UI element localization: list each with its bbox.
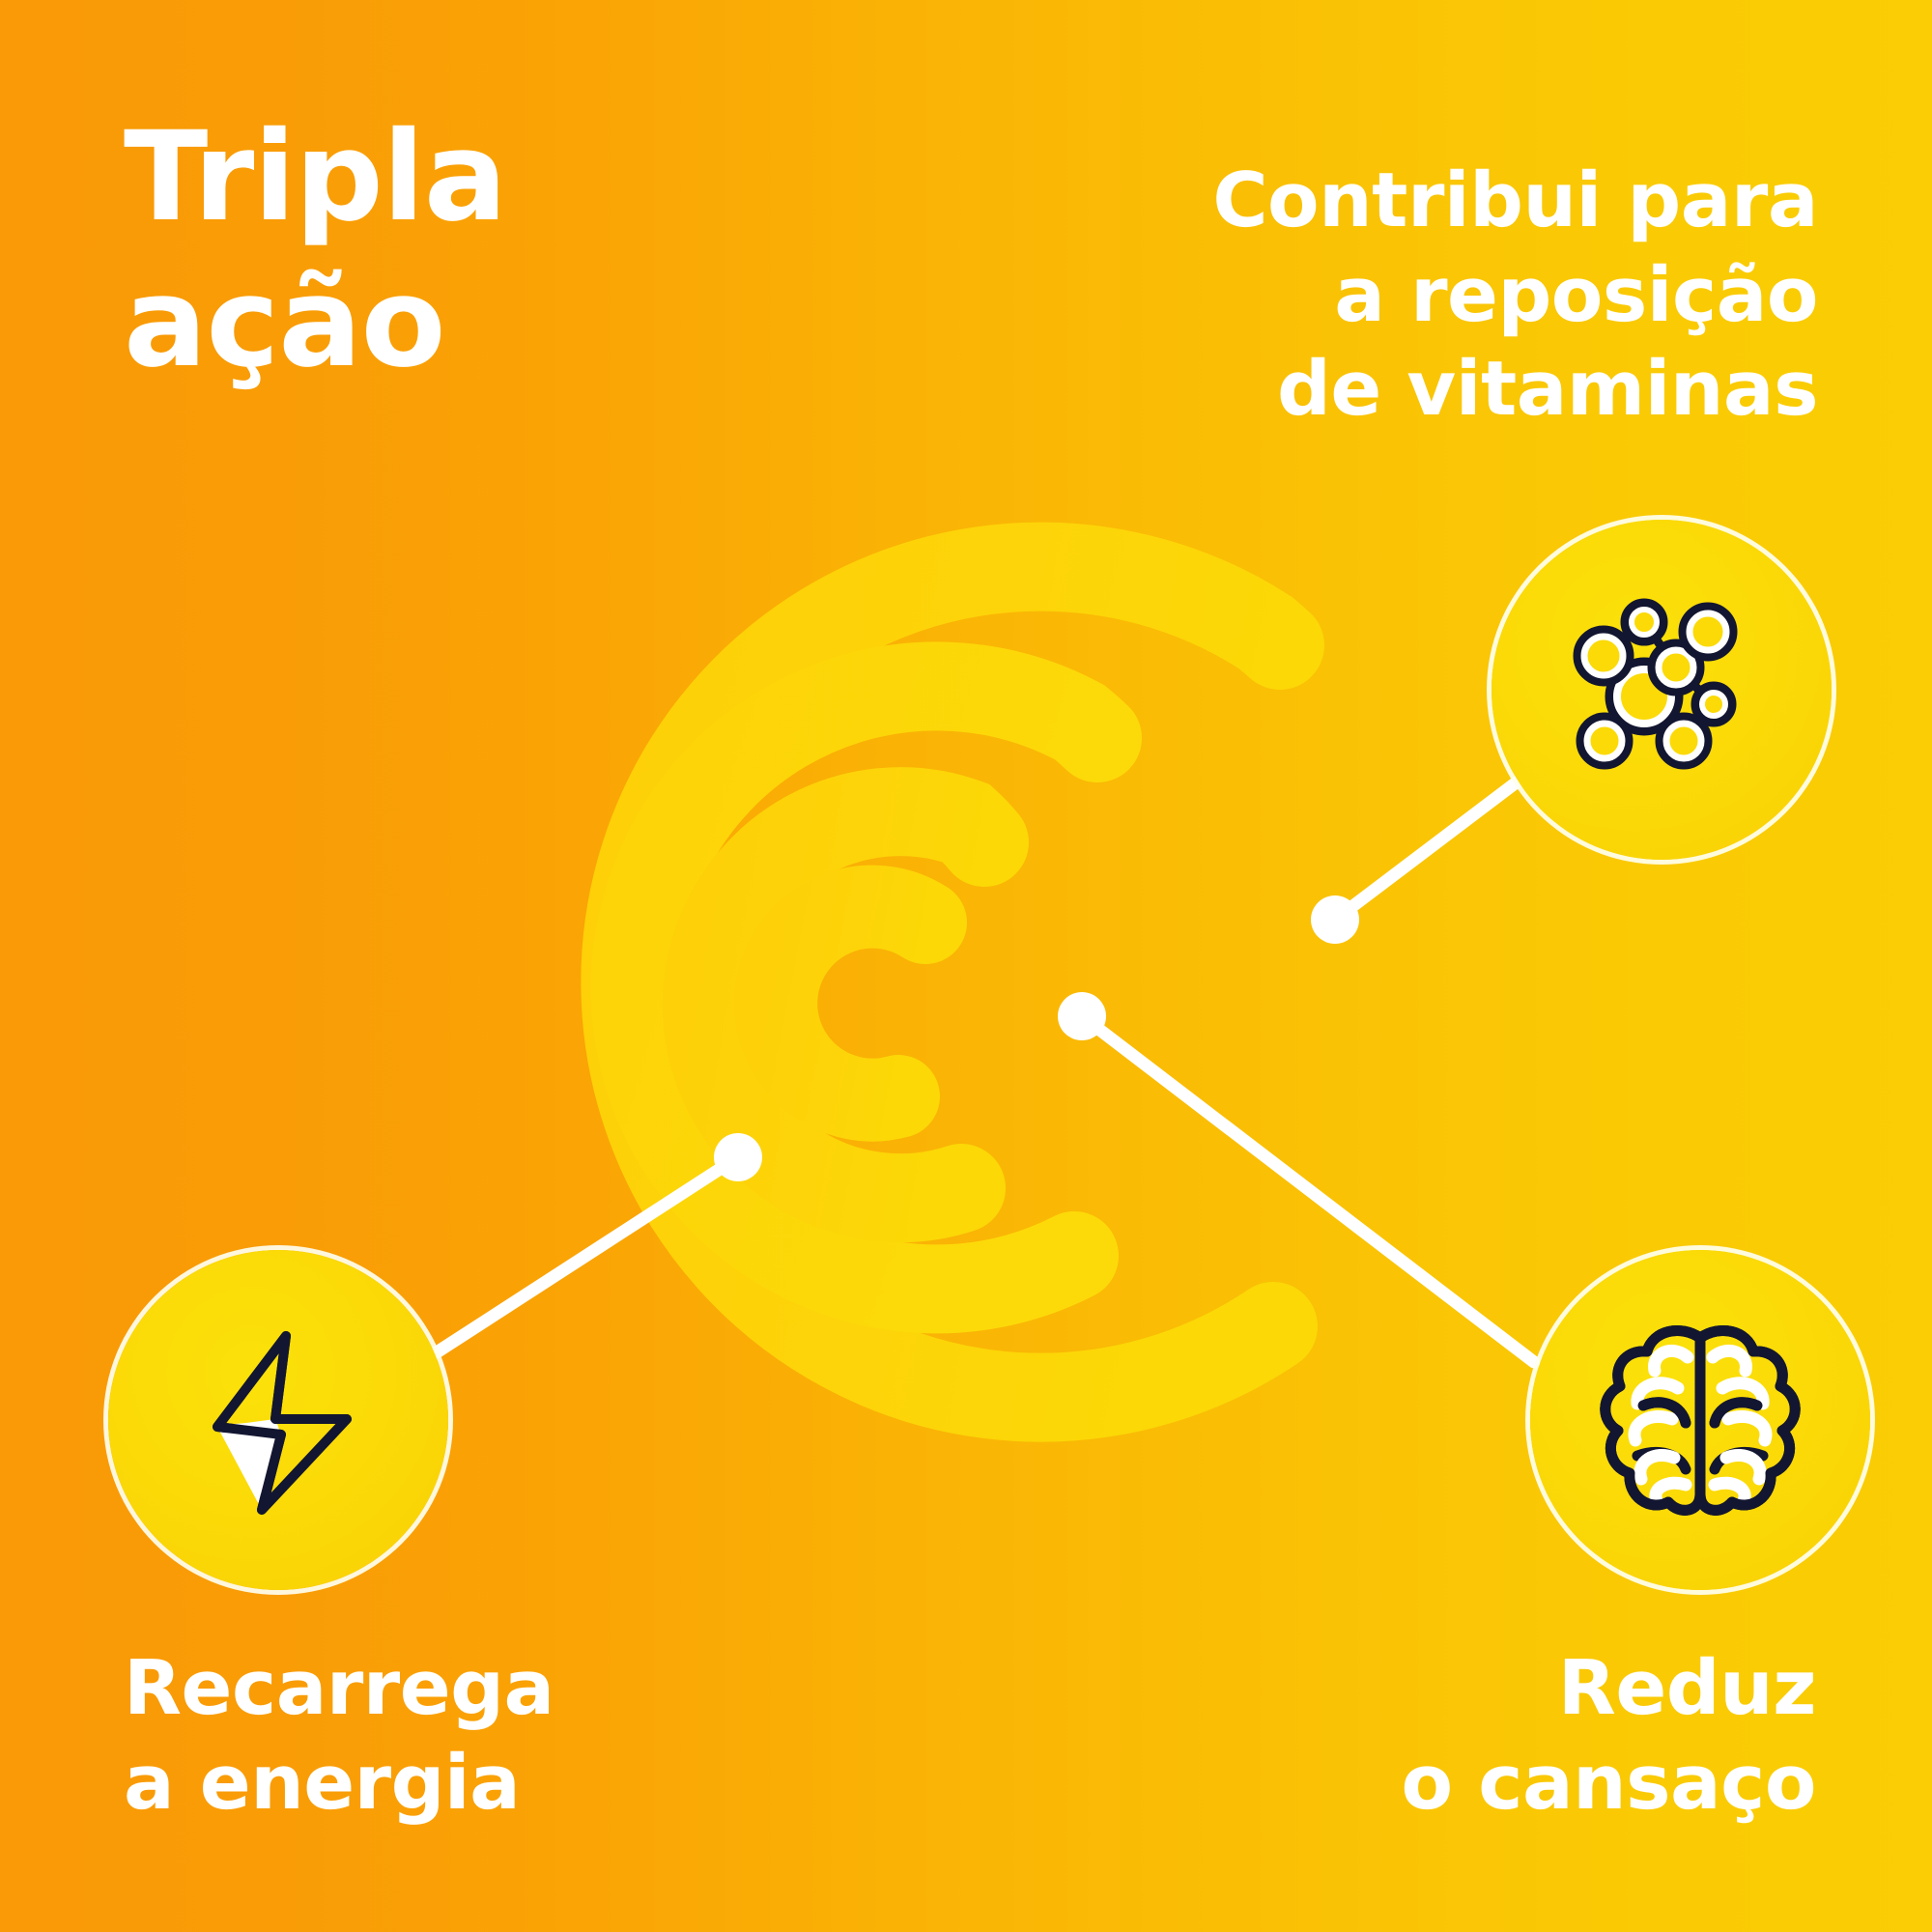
callout-label-energia: Recarrega a energia: [124, 1645, 554, 1827]
page-title: Tripla ação: [124, 105, 507, 396]
spiral-band-core: [734, 865, 967, 1142]
callout-badge-energia[interactable]: [108, 1250, 448, 1590]
connector-dot-energia: [714, 1133, 762, 1181]
spiral-band-second: [590, 641, 1142, 1334]
connector-dot-cansaco: [1058, 992, 1106, 1040]
callout-badge-cansaco[interactable]: [1530, 1250, 1870, 1590]
spiral-bands: [581, 522, 1324, 1442]
molecule-icon: [1573, 598, 1738, 770]
callout-label-cansaco: Reduz o cansaço: [1401, 1645, 1816, 1827]
connector-line-energia: [430, 1151, 745, 1359]
spiral-band-outer: [581, 522, 1324, 1442]
connector-line-vitaminas: [1328, 756, 1548, 926]
connector-dot-vitaminas: [1311, 895, 1359, 944]
connector-line-cansaco: [1075, 1009, 1541, 1369]
connector-dots: [714, 895, 1359, 1181]
spiral-band-third: [663, 767, 1029, 1243]
callout-label-vitaminas: Contribui para a reposição de vitaminas: [1212, 157, 1818, 433]
brain-icon: [1600, 1325, 1801, 1516]
lightning-bolt-icon: [213, 1331, 352, 1515]
callout-badge-vitaminas[interactable]: [1492, 520, 1832, 860]
